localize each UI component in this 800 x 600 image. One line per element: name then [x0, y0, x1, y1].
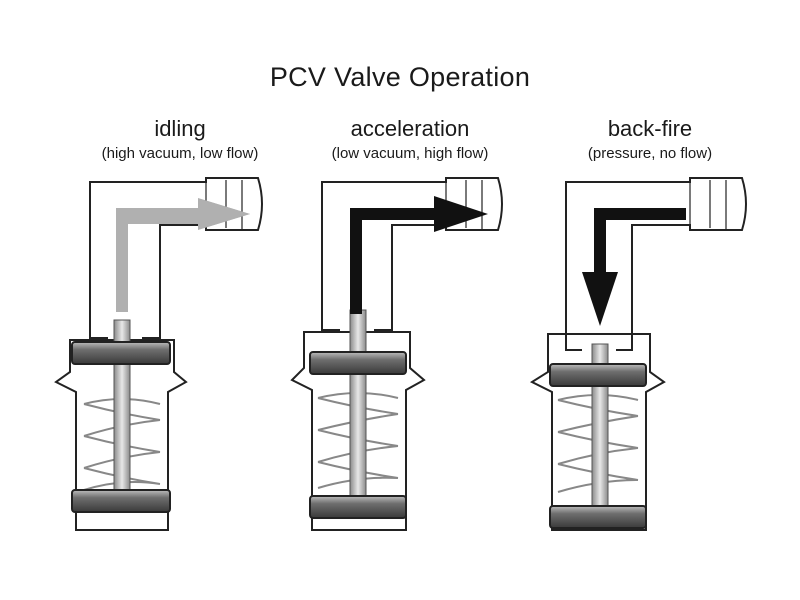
valve-acceleration: [290, 177, 503, 531]
panel-label-acceleration: acceleration: [350, 116, 470, 141]
valve-housing: [529, 333, 666, 531]
elbow-housing: [565, 177, 747, 351]
panel-subtitle-back-fire: (pressure, no flow): [587, 145, 713, 162]
valve-idling: [54, 177, 263, 531]
panel-subtitle-acceleration: (low vacuum, high flow): [331, 145, 489, 162]
panel-heading-back-fire: back-fire (pressure, no flow): [520, 116, 780, 164]
panel-label-back-fire: back-fire: [607, 116, 693, 141]
diagram-title: PCV Valve Operation: [269, 62, 531, 92]
elbow-housing: [89, 177, 263, 339]
valve-housing: [290, 331, 426, 531]
upper-disc: [309, 351, 407, 375]
flow-arrow-black: [350, 196, 488, 314]
upper-disc: [71, 341, 171, 365]
valve-housing: [54, 339, 188, 531]
panel-heading-idling: idling (high vacuum, low flow): [50, 116, 310, 164]
valve-back-fire: [529, 177, 747, 531]
upper-disc: [549, 363, 647, 387]
lower-disc: [309, 495, 407, 519]
lower-disc: [549, 505, 647, 529]
flow-arrow-black-down: [582, 208, 686, 326]
lower-disc: [71, 489, 171, 513]
panel-subtitle-idling: (high vacuum, low flow): [101, 145, 259, 162]
plunger-stem: [349, 309, 367, 507]
panel-label-idling: idling: [154, 116, 206, 141]
panel-heading-acceleration: acceleration (low vacuum, high flow): [280, 116, 540, 164]
elbow-housing: [321, 177, 503, 331]
